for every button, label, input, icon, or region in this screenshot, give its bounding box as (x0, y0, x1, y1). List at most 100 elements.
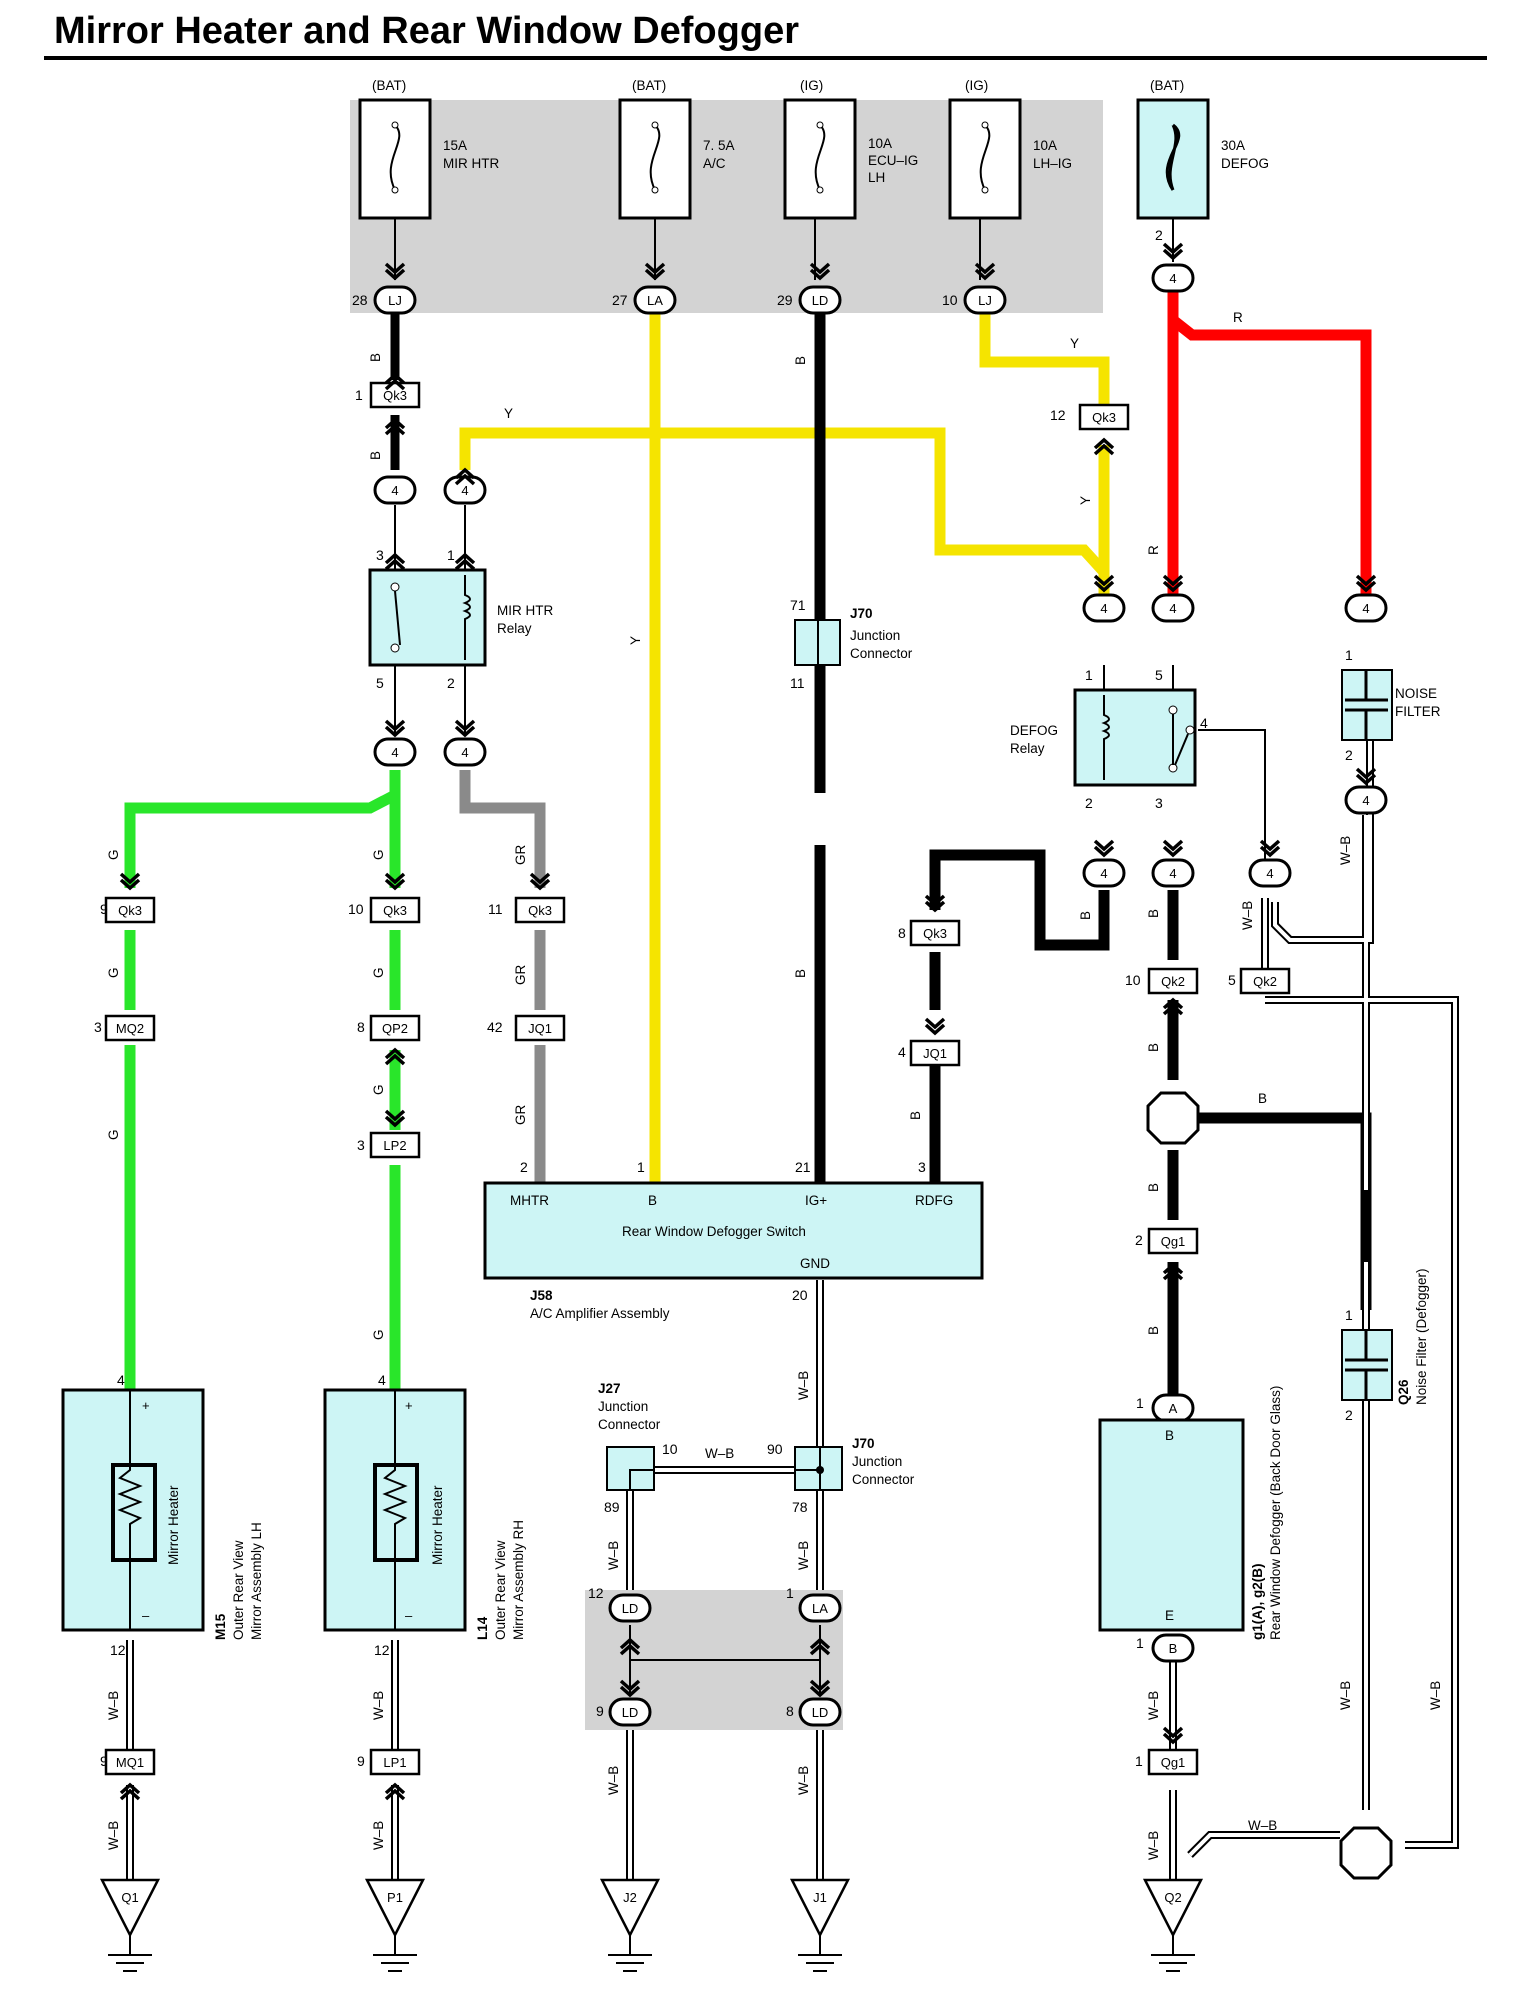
svg-text:W–B: W–B (1338, 836, 1353, 865)
connector-pin-numbers: 1 12 9 10 11 3 8 3 42 8 4 10 5 2 9 9 1 1… (94, 387, 1236, 1769)
rect-connector: MQ1 (104, 1748, 156, 1776)
fuse-ac: (BAT) 7. 5A A/C (618, 78, 735, 220)
arrow-chevron-icon (1162, 574, 1184, 593)
rect-connector: JQ1 (514, 1014, 566, 1042)
ground-symbol: J1 (789, 1878, 851, 1972)
round-connector-label: 4 (1266, 866, 1273, 881)
round-connector-label: B (1169, 1641, 1178, 1656)
svg-text:G: G (371, 1329, 386, 1340)
wire-b-rdfg (929, 849, 1110, 951)
svg-text:+: + (142, 1398, 150, 1413)
svg-text:Y: Y (1070, 336, 1079, 351)
svg-text:7. 5A: 7. 5A (703, 138, 735, 153)
svg-text:J70: J70 (852, 1436, 875, 1451)
svg-text:2: 2 (1135, 1232, 1143, 1248)
svg-text:E: E (1165, 1608, 1174, 1623)
svg-text:28: 28 (352, 292, 368, 308)
svg-text:9: 9 (596, 1703, 604, 1719)
svg-text:2: 2 (1345, 1407, 1353, 1423)
svg-text:(BAT): (BAT) (372, 78, 406, 93)
round-connector-label: LA (647, 293, 663, 308)
rect-connector: Qk3 (369, 381, 421, 409)
svg-text:M15: M15 (213, 1613, 228, 1640)
arrow-chevron-icon (384, 262, 406, 281)
svg-text:NOISE: NOISE (1395, 686, 1437, 701)
round-connector-label: 4 (391, 483, 398, 498)
svg-text:RDFG: RDFG (915, 1193, 953, 1208)
rect-connector-label: Qk2 (1253, 974, 1277, 989)
page-title: Mirror Heater and Rear Window Defogger (54, 10, 799, 52)
svg-text:B: B (908, 1111, 923, 1120)
svg-text:10A: 10A (868, 136, 892, 151)
rect-connector-label: JQ1 (528, 1021, 552, 1036)
svg-text:W–B: W–B (106, 1821, 121, 1850)
svg-text:B: B (368, 451, 383, 460)
svg-text:B: B (1078, 911, 1093, 920)
svg-text:Y: Y (1078, 496, 1093, 505)
round-connector: LA (633, 285, 677, 315)
rect-connector: Qg1 (1147, 1227, 1199, 1255)
ground-symbol: P1 (364, 1878, 426, 1972)
arrow-chevron-icon (119, 1782, 141, 1801)
svg-text:G: G (371, 967, 386, 978)
svg-text:DEFOG: DEFOG (1221, 156, 1269, 171)
arrow-chevron-icon (809, 1637, 831, 1656)
wire-w-b (126, 705, 1459, 1880)
svg-text:(BAT): (BAT) (632, 78, 666, 93)
svg-text:W–B: W–B (705, 1446, 734, 1461)
arrow-chevron-icon (454, 467, 476, 486)
svg-text:3: 3 (918, 1159, 926, 1175)
svg-text:1: 1 (1345, 647, 1353, 663)
arrow-chevron-icon (1355, 767, 1377, 786)
svg-text:Rear Window Defogger (Back Doo: Rear Window Defogger (Back Door Glass) (1268, 1386, 1283, 1640)
svg-text:B: B (648, 1193, 657, 1208)
svg-text:2: 2 (1345, 747, 1353, 763)
round-connector: LJ (963, 285, 1007, 315)
round-connector-label: 4 (1169, 601, 1176, 616)
svg-text:G: G (106, 849, 121, 860)
svg-text:LH–IG: LH–IG (1033, 156, 1072, 171)
svg-text:11: 11 (790, 675, 805, 691)
round-connector: 4 (1248, 858, 1292, 888)
arrow-chevron-icon (1093, 437, 1115, 456)
rect-connector-label: Qk3 (383, 903, 407, 918)
svg-text:8: 8 (898, 925, 906, 941)
svg-text:12: 12 (588, 1585, 604, 1601)
svg-text:3: 3 (94, 1019, 102, 1035)
svg-text:90: 90 (767, 1441, 783, 1457)
svg-text:W–B: W–B (606, 1541, 621, 1570)
svg-text:9: 9 (357, 1753, 365, 1769)
svg-text:Noise Filter (Defogger): Noise Filter (Defogger) (1414, 1268, 1429, 1405)
round-connector-label: LD (812, 1705, 829, 1720)
svg-text:Mirror Heater: Mirror Heater (430, 1485, 445, 1565)
svg-text:–: – (142, 1608, 150, 1623)
j70-lower: 90 78 J70 Junction Connector (767, 1436, 915, 1515)
svg-text:Outer Rear View: Outer Rear View (493, 1540, 508, 1640)
arrow-chevron-icon (454, 552, 476, 571)
svg-text:2: 2 (520, 1159, 528, 1175)
svg-text:g1(A), g2(B): g1(A), g2(B) (1250, 1564, 1265, 1641)
svg-text:W–B: W–B (1240, 901, 1255, 930)
svg-text:Connector: Connector (850, 646, 913, 661)
svg-text:2: 2 (1085, 795, 1093, 811)
round-connector-label: LJ (978, 293, 992, 308)
svg-text:20: 20 (792, 1287, 808, 1303)
svg-text:DEFOG: DEFOG (1010, 723, 1058, 738)
svg-text:B: B (1165, 1428, 1174, 1443)
arrow-chevron-icon (924, 894, 946, 913)
svg-text:R: R (1146, 545, 1161, 555)
wire-g-lh (124, 770, 401, 888)
arrow-chevron-icon (1093, 574, 1115, 593)
fuse-lh-ig: (IG) 10A LH–IG (948, 78, 1072, 220)
ground-label: Q2 (1164, 1890, 1181, 1905)
arrow-chevron-icon (1093, 839, 1115, 858)
svg-text:B: B (1258, 1091, 1267, 1106)
round-connector: LA (798, 1593, 842, 1623)
rect-connector: Qk3 (369, 896, 421, 924)
svg-text:Junction: Junction (850, 628, 900, 643)
round-connector-label: 4 (1169, 271, 1176, 286)
fuse-defog: (BAT) 30A DEFOG 2 (1136, 78, 1269, 262)
svg-text:G: G (106, 967, 121, 978)
mirror-heater-rh: + – Mirror Heater 4 12 L14 Outer Rear Vi… (323, 1372, 526, 1658)
